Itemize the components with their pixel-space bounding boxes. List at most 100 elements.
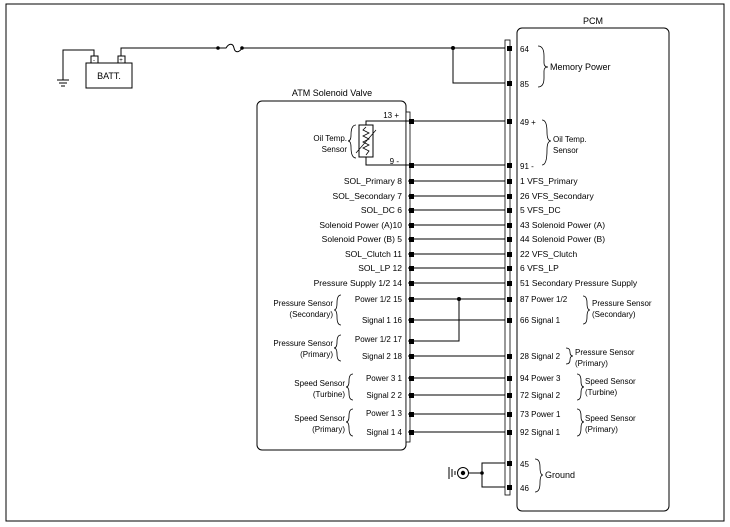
pin-marker [507,376,512,381]
pin-marker [409,430,414,435]
speed-sensor-primary-group: Power 1 3 Signal 1 4 Speed Sensor (Prima… [294,408,636,437]
pcm-pin-66: 66 Signal 1 [520,316,561,325]
pressure-primary-pcm-label-line2: (Primary) [575,359,608,368]
battery-body [85,62,133,89]
pin-marker [409,179,414,184]
pcm-pin-85: 85 [520,80,529,89]
pressure-primary-pcm-brace [565,347,574,365]
oil-temp-wire-bottom [365,157,408,166]
pin-marker [409,281,414,286]
speed-turbine-atm-brace [345,373,354,401]
speed-primary-pcm-brace [576,408,585,437]
ground-brace [534,458,544,493]
atm-pin-label: SOL_DC 6 [361,205,402,215]
atm-pin-label: Solenoid Power (B) 5 [322,234,403,244]
pcm-pin-45: 45 [520,460,529,469]
atm-pin-17: Power 1/2 17 [355,335,403,344]
pin-marker [507,354,512,359]
oil-temp-pcm-label-line1: Oil Temp. [553,135,587,144]
speed-turbine-atm-label-line1: Speed Sensor [294,379,345,388]
pin-marker [409,297,414,302]
pin-marker [409,237,414,242]
pcm-pin-91: 91 - [520,162,534,171]
pressure-sensor-primary-group: Power 1/2 17 Signal 2 18 Pressure Sensor… [273,334,635,368]
pin-marker [507,461,512,466]
atm-pin-18: Signal 2 18 [362,352,403,361]
speed-turbine-pcm-label-line1: Speed Sensor [585,377,636,386]
speed-primary-atm-brace [345,408,354,437]
atm-pin-2: Signal 2 2 [366,391,402,400]
pin-marker [507,194,512,199]
pin-marker [409,354,414,359]
pcm-pin-label: 6 VFS_LP [520,263,559,273]
atm-pin-label: SOL_LP 12 [358,263,402,273]
resistor-zigzag [362,126,370,156]
pressure-primary-atm-label-line1: Pressure Sensor [273,339,333,348]
pcm-pin-49: 49 + [520,118,536,127]
battery-positive-wire [120,47,218,56]
speed-primary-pcm-label-line1: Speed Sensor [585,414,636,423]
diagram-frame [5,3,725,522]
atm-pin-13: 13 + [383,111,399,120]
pin-marker [507,237,512,242]
battery-plus-sign: + [119,58,123,64]
oil-temp-pcm-label-line2: Sensor [553,146,579,155]
pin-marker [507,412,512,417]
pin-marker [507,163,512,168]
pcm-pin-73: 73 Power 1 [520,410,561,419]
pressure-power-shared-wire [408,299,460,342]
pcm-title: PCM [583,16,603,26]
pcm-pin-label: 26 VFS_Secondary [520,191,594,201]
pin-marker [409,412,414,417]
pressure-secondary-atm-label-line1: Pressure Sensor [273,299,333,308]
pressure-secondary-atm-label-line2: (Secondary) [289,310,333,319]
pressure-primary-atm-label-line2: (Primary) [300,350,333,359]
battery-minus-sign: - [93,58,95,64]
ground-label: Ground [545,470,575,480]
speed-primary-atm-label-line1: Speed Sensor [294,414,345,423]
pin-marker [409,194,414,199]
ground-group: 45 46 Ground [448,458,575,493]
ground-wire-46 [481,473,505,488]
atm-connector-strip [405,111,411,443]
atm-pin-label: SOL_Secondary 7 [333,191,403,201]
pin-marker [507,266,512,271]
pin-marker [507,393,512,398]
pin-marker [409,252,414,257]
battery-ground-wire [62,49,95,80]
oil-temp-atm-label-line1: Oil Temp. [313,134,347,143]
pin-marker [507,252,512,257]
pressure-secondary-pcm-label-line1: Pressure Sensor [592,299,652,308]
pin-marker [409,376,414,381]
pin-marker [409,318,414,323]
pressure-secondary-pcm-brace [582,295,591,325]
pin-marker [507,297,512,302]
pin-marker [507,119,512,124]
pin-marker [409,393,414,398]
pin-marker [507,46,512,51]
pin-marker [507,318,512,323]
fuse-icon [218,43,243,53]
memory-power-brace [537,45,549,88]
battery-label: BATT. [97,71,121,81]
oil-temp-sensor-group: 13 + 9 - Oil Temp. Sensor 49 + 91 - Oil … [313,111,586,171]
atm-pin-16: Signal 1 16 [362,316,403,325]
ground-terminal-dot [460,470,466,476]
pin-marker [507,485,512,490]
thermistor-arrow [355,129,377,154]
atm-pin-15: Power 1/2 15 [355,295,403,304]
oil-temp-atm-label-line2: Sensor [322,145,348,154]
speed-primary-atm-label-line2: (Primary) [312,425,345,434]
battery: - + BATT. [57,43,505,89]
pcm-pin-label: 5 VFS_DC [520,205,561,215]
ground-wire-45 [481,462,505,473]
pcm-pin-label: 43 Solenoid Power (A) [520,220,605,230]
atm-pin-3: Power 1 3 [366,409,403,418]
pressure-secondary-atm-brace [333,294,342,326]
pressure-primary-atm-brace [333,334,342,362]
pin-marker [507,81,512,86]
speed-primary-pcm-label-line2: (Primary) [585,425,618,434]
memory-power-label: Memory Power [550,62,611,72]
